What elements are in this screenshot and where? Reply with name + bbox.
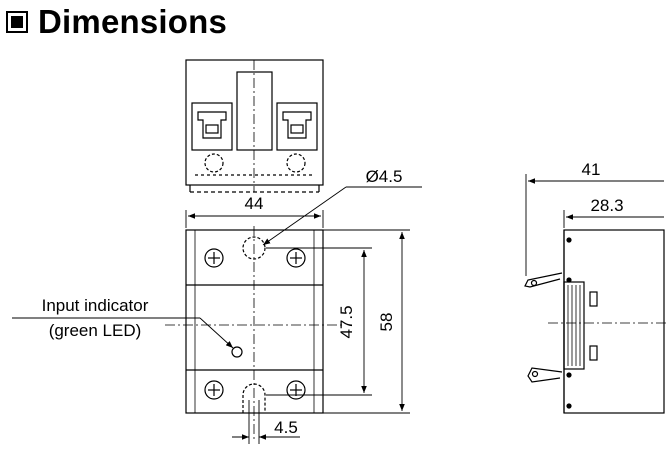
indicator-leader [12, 317, 234, 349]
heading-title: Dimensions [38, 3, 228, 40]
dim-width-label: 44 [245, 194, 264, 213]
dim-hole-pitch [266, 247, 372, 396]
screw-bottom-left [204, 380, 224, 400]
hole-diameter-label: Ø4.5 [366, 167, 403, 186]
dim-width [185, 210, 324, 228]
filled-square-icon [6, 11, 28, 33]
hole-leader [262, 186, 422, 246]
screw-bottom-right [286, 380, 306, 400]
dim-depth-body-label: 28.3 [590, 196, 623, 215]
dim-height [323, 229, 410, 414]
dim-slot-width [232, 400, 300, 444]
dim-slot-width-label: 4.5 [274, 418, 298, 437]
top-view [185, 59, 324, 193]
dim-hole-pitch-label: 47.5 [337, 305, 356, 338]
front-view [165, 226, 345, 440]
indicator-label-line2: (green LED) [49, 321, 142, 340]
dim-depth-body [563, 210, 664, 228]
section-heading: Dimensions [6, 2, 227, 42]
led-indicator [231, 346, 243, 358]
dim-depth-overall [525, 174, 664, 276]
indicator-label-line1: Input indicator [42, 296, 149, 315]
dim-depth-overall-label: 41 [582, 160, 601, 179]
side-view [524, 229, 667, 414]
dim-height-label: 58 [377, 313, 396, 332]
screw-top-right [286, 248, 306, 268]
screw-top-left [204, 248, 224, 268]
